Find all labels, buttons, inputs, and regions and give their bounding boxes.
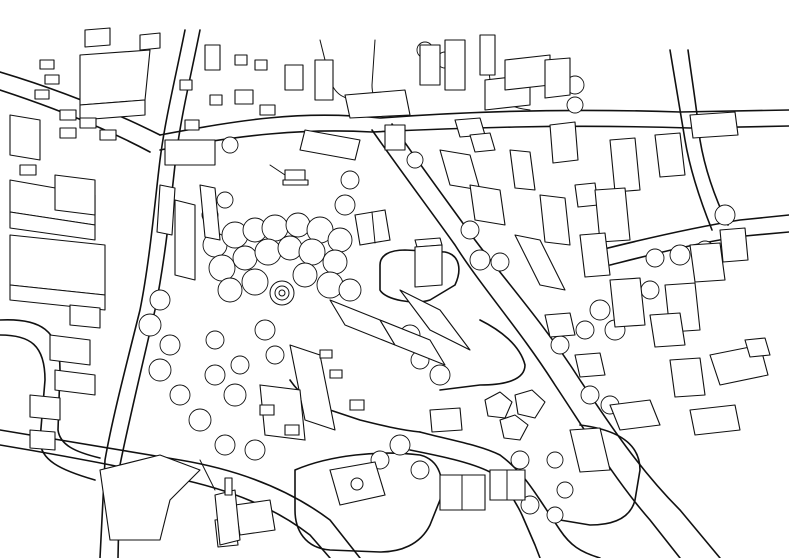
central-tower [415, 238, 442, 287]
sports-courts [440, 470, 525, 510]
houses-southwest [30, 305, 100, 450]
southeast-block-outline [560, 425, 640, 525]
towers-north-center [345, 35, 570, 118]
tree-clusters [139, 42, 735, 523]
excavator [270, 165, 308, 185]
east-vertical-road-b [688, 50, 728, 225]
houses-north [165, 45, 333, 165]
industrial-block-north [80, 28, 160, 120]
landmarks [200, 165, 525, 545]
roundabout-fountain [270, 281, 294, 305]
east-housing [580, 112, 748, 347]
west-road-a [100, 30, 185, 558]
star-buildings [485, 390, 545, 440]
loop-road [380, 250, 459, 302]
main-avenue-right-edge [392, 124, 720, 558]
parking-lots [260, 350, 364, 440]
stadium-pitch [330, 462, 385, 505]
central-curve-road [440, 320, 525, 390]
south-park-trees [139, 290, 284, 460]
industrial-block-west [10, 115, 105, 310]
south-center-blocks [100, 408, 610, 547]
buildings [10, 28, 770, 547]
building-junction [300, 125, 405, 160]
upper-road-north [160, 110, 789, 135]
southeast-blocks [545, 313, 770, 435]
west-road-b [118, 30, 200, 558]
sports-field-north [355, 210, 390, 245]
chimney-factory [200, 460, 240, 545]
east-vertical-road-a [670, 50, 712, 230]
far-west-road-inner [0, 320, 100, 458]
central-forest [203, 213, 361, 302]
small-houses-west [20, 60, 116, 175]
slabs-north-east [440, 118, 598, 290]
long-slabs-center [157, 185, 470, 430]
far-west-road [0, 335, 95, 480]
east-road-north [600, 215, 789, 250]
south-road-a [0, 430, 360, 558]
left-road-south [0, 90, 150, 152]
